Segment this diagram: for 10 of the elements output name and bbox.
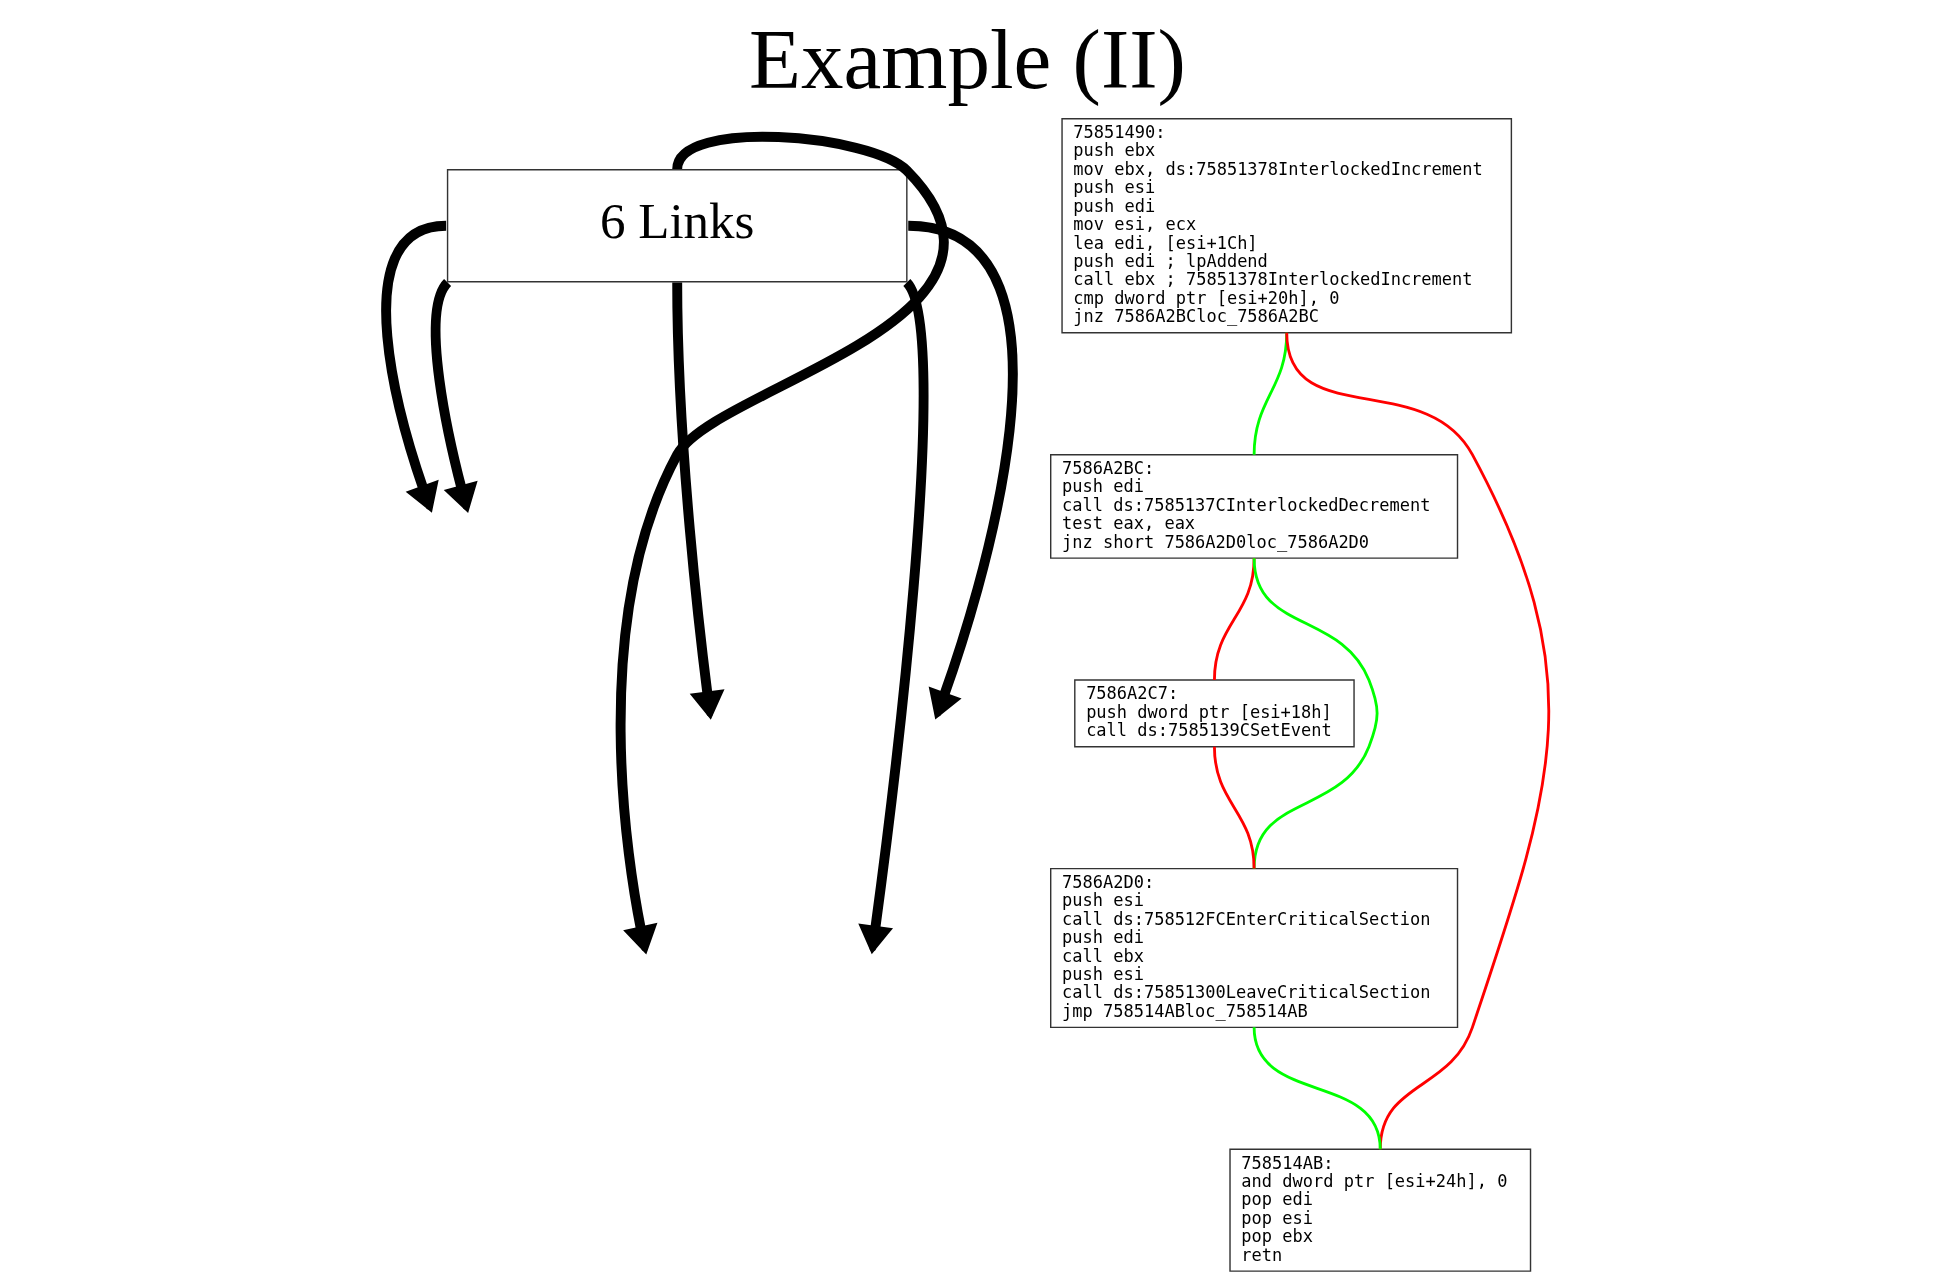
diagram-title: Example (II) — [749, 11, 1186, 106]
connector — [1213, 746, 1256, 869]
node-box: 758514AB: and dword ptr [esi+24h], 0 pop edi pop esi pop ebx retn — [1229, 1148, 1532, 1272]
node-box: 7586A2C7: push dword ptr [esi+18h] call ds:7585139CSetEvent — [1074, 679, 1355, 748]
node-box: 75851490: push ebx mov ebx, ds:75851378InterlockedIncrement push esi push edi mov esi, ecx lea edi, [esi+1Ch] push edi ; lpAddend call ebx ; 75851378InterlockedIncrement cmp dword ptr [esi+20h], 0 jnz 7586A2BCloc_7586A2BC — [1061, 118, 1513, 334]
connector — [1252, 1027, 1382, 1150]
node-box: 6 Links — [446, 169, 908, 283]
node-box: 7586A2D0: push esi call ds:758512FCEnterCriticalSection push edi call ebx push esi call ds:75851300LeaveCriticalSection jmp 758514ABloc_758514AB — [1050, 867, 1459, 1029]
connector — [1252, 558, 1379, 869]
node-box: 7586A2BC: push edi call ds:7585137CInterlockedDecrement test eax, eax jnz short 7586A2D0loc_7586A2D0 — [1050, 453, 1459, 559]
